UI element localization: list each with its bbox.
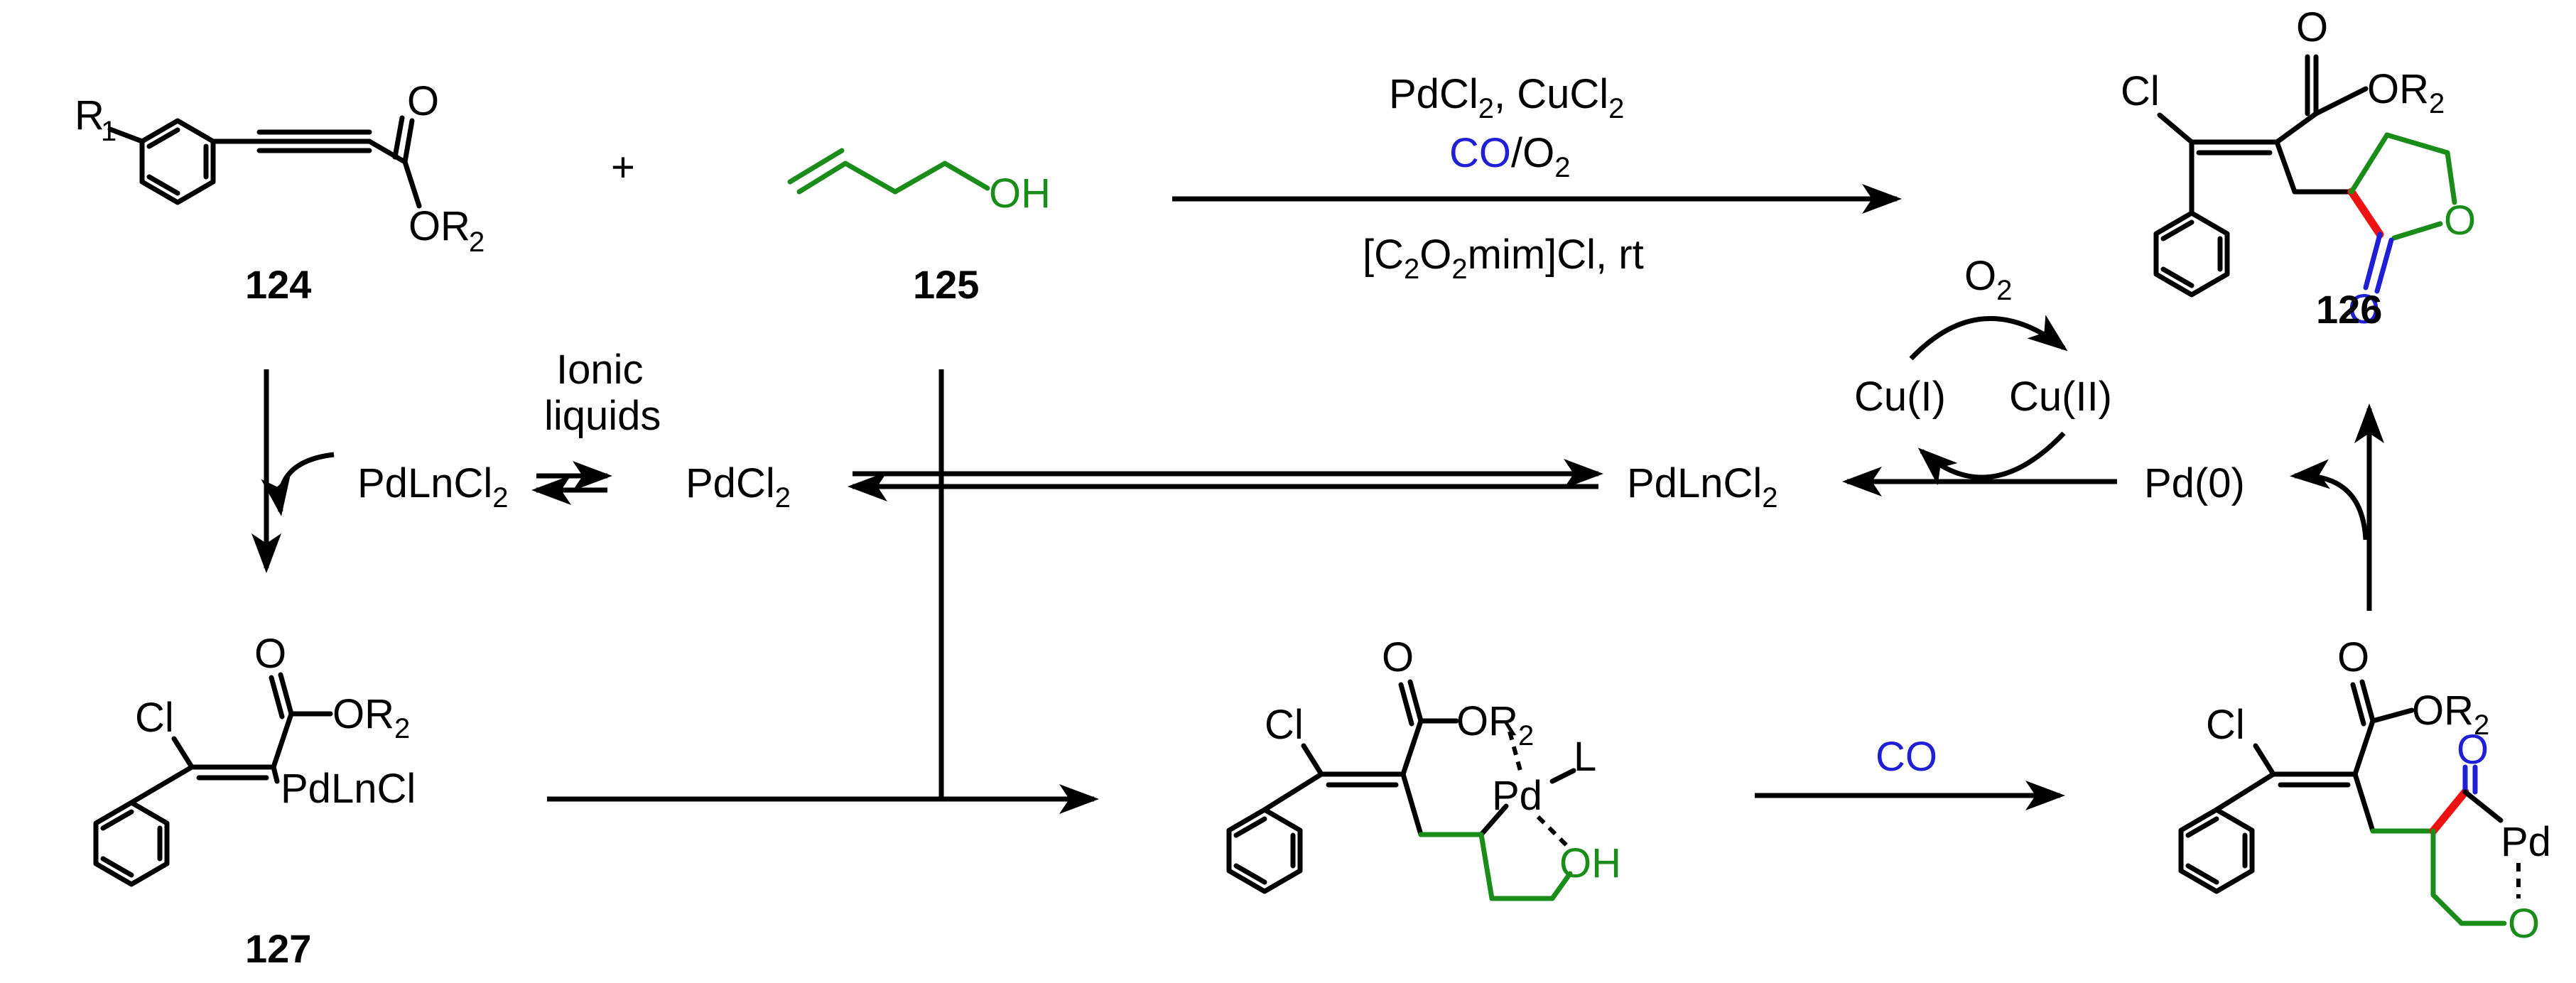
cu-i-label: Cu(I) <box>1854 374 1946 420</box>
chloro-atom-127: Cl <box>135 695 174 741</box>
carbonyl-oxygen-126: O <box>2296 4 2328 50</box>
carbonyl-oxygen-127: O <box>254 631 286 677</box>
pd-atom-int: Pd <box>1492 773 1542 819</box>
condition-solvent: [C2O2mim]Cl, rt <box>1363 232 1644 285</box>
r2-subscript: 2 <box>469 227 485 258</box>
plus-sign: + <box>611 144 635 190</box>
compound-127: Cl O OR2 PdLnCl 127 <box>93 631 416 971</box>
ester-oxygen: O <box>408 203 440 249</box>
intermediate-pd-complex: Cl O OR2 Pd L OH <box>1226 634 1621 901</box>
ionic-liquids-line1: Ionic <box>556 347 644 393</box>
ester-group-int: OR2 <box>1456 698 1534 751</box>
carbonyl-oxygen-int: O <box>1382 634 1414 680</box>
cu-cycle-upper-arrow <box>1909 315 2068 361</box>
hydroxyl-int: OH <box>1559 840 1621 886</box>
intermediate-acyl-pd: Cl O OR2 O Pd O <box>2178 634 2551 947</box>
co-label: CO <box>1876 734 1937 780</box>
chloro-atom-int: Cl <box>1265 702 1304 748</box>
pdcl2-center: PdCl2 <box>686 460 791 514</box>
pd0-label: Pd(0) <box>2144 460 2245 506</box>
ester-group-126: OR2 <box>2367 66 2445 119</box>
ring-oxygen-acyl: O <box>2508 901 2540 947</box>
cu-cycle-lower-arrow <box>1917 431 2066 486</box>
lactone-oxygen: O <box>2444 197 2476 244</box>
compound-124: R 1 O O R 2 124 <box>75 78 485 307</box>
lactone-carbonyl-oxygen: O <box>2348 286 2380 332</box>
o2-label: O2 <box>1964 253 2012 306</box>
acyl-oxygen: O <box>2457 727 2489 773</box>
ester-r: R <box>440 203 470 249</box>
curved-arrow-pdlncl <box>261 452 335 516</box>
condition-catalysts: PdCl2, CuCl2 <box>1389 71 1624 124</box>
compound-label-125: 125 <box>913 262 979 307</box>
chloro-atom-acyl: Cl <box>2206 702 2245 748</box>
compound-126: Cl O OR2 O O 126 <box>2121 4 2476 332</box>
hydroxyl-group: OH <box>989 170 1051 217</box>
compound-125: OH 125 <box>787 148 1051 307</box>
r1-atom: R <box>75 92 104 139</box>
compound-label-124: 124 <box>245 262 311 307</box>
compound-label-126: 126 <box>2316 287 2382 332</box>
curved-arrow-pd0 <box>2290 459 2369 541</box>
pd-substituent-127: PdLnCl <box>281 766 416 812</box>
condition-gases: CO/O2 <box>1449 130 1571 183</box>
ionic-liquids-line2: liquids <box>544 393 661 439</box>
r1-subscript: 1 <box>101 116 117 147</box>
ester-group-acyl: OR2 <box>2412 688 2489 741</box>
pdlncl-left: PdLnCl2 <box>357 460 508 514</box>
pdlncl2-right: PdLnCl2 <box>1627 460 1777 514</box>
ester-group-127: OR2 <box>332 691 410 744</box>
chloro-atom-126: Cl <box>2121 68 2160 114</box>
compound-label-127: 127 <box>245 926 311 971</box>
pd-atom-acyl: Pd <box>2501 819 2551 865</box>
carbonyl-oxygen-acyl: O <box>2337 634 2369 680</box>
carbonyl-oxygen: O <box>407 78 439 124</box>
cu-ii-label: Cu(II) <box>2009 374 2112 420</box>
ligand-l-int: L <box>1574 734 1596 780</box>
